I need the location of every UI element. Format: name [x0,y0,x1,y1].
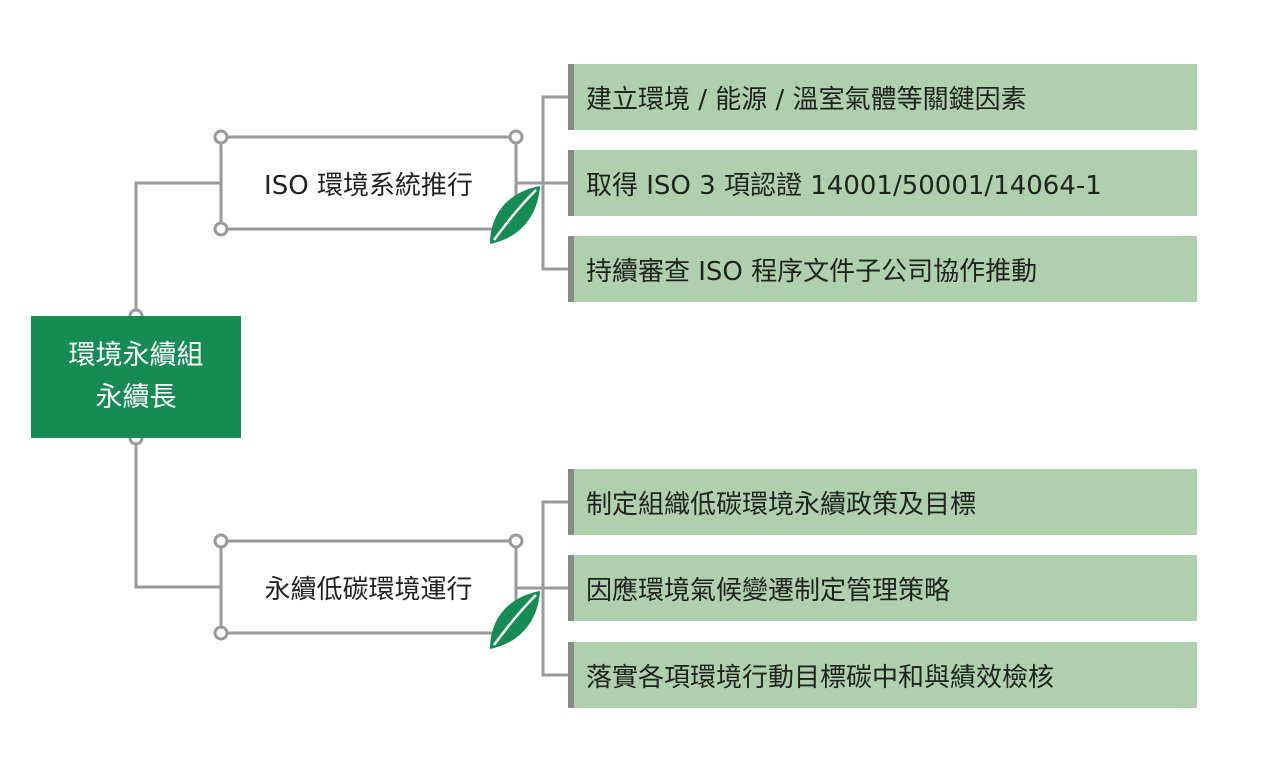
circle-handle [213,129,229,145]
item-label: 持續審查 ISO 程序文件子公司協作推動 [586,256,1038,287]
circle-handle [213,533,229,549]
connector-root-branch-2 [134,438,221,589]
list-item: 持續審查 ISO 程序文件子公司協作推動 [568,236,1197,302]
root-label-line2: 永續長 [95,382,177,413]
connector-root-branch-1 [134,181,221,316]
item-label: 落實各項環境行動目標碳中和與績效檢核 [586,662,1055,693]
item-label: 因應環境氣候變遷制定管理策略 [586,575,951,606]
branch-label: ISO 環境系統推行 [264,170,473,201]
leaf-icon [490,186,540,244]
branch-label: 永續低碳環境運行 [264,574,473,605]
list-item: 因應環境氣候變遷制定管理策略 [568,555,1197,621]
branch-node-low-carbon: 永續低碳環境運行 [221,541,516,633]
circle-handle [508,533,524,549]
branch-node-iso: ISO 環境系統推行 [221,137,516,229]
item-label: 制定組織低碳環境永續政策及目標 [586,489,977,520]
item-label: 取得 ISO 3 項認證 14001/50001/14064-1 [586,170,1102,201]
leaf-icon [490,591,540,649]
circle-handle [213,625,229,641]
list-item: 落實各項環境行動目標碳中和與績效檢核 [568,642,1197,708]
item-label: 建立環境 / 能源 / 溫室氣體等關鍵因素 [586,84,1027,115]
list-item: 建立環境 / 能源 / 溫室氣體等關鍵因素 [568,64,1197,130]
list-item: 取得 ISO 3 項認證 14001/50001/14064-1 [568,150,1197,216]
list-item: 制定組織低碳環境永續政策及目標 [568,469,1197,535]
circle-handle [213,221,229,237]
circle-handle [508,129,524,145]
root-node: 環境永續組 永續長 [31,316,241,438]
root-label-line1: 環境永續組 [68,340,204,371]
